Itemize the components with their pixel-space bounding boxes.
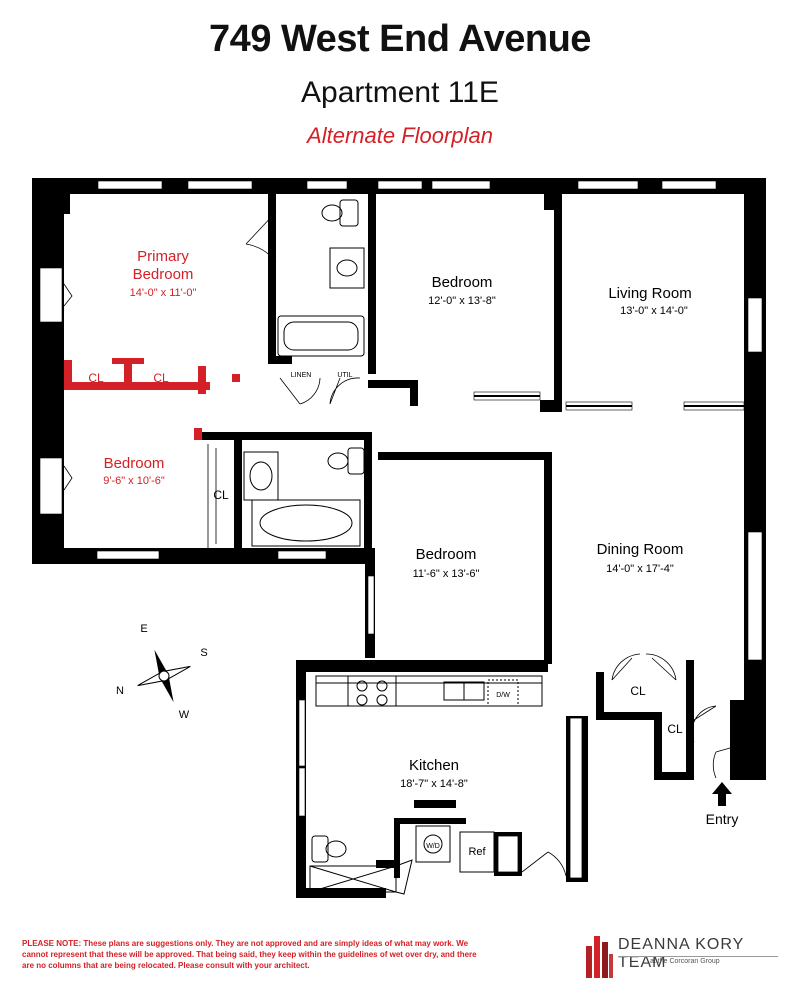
washer-dryer-label: W/D <box>426 843 440 850</box>
dining-room-size: 14'-0" x 17'-4" <box>606 563 674 575</box>
refrigerator-label: Ref <box>468 846 486 858</box>
brand-name: DEANNA KORY TEAM <box>618 936 745 971</box>
closet-label: CL <box>153 371 169 385</box>
kitchen-size: 18'-7" x 14'-8" <box>400 778 468 790</box>
closet-label: CL <box>88 371 104 385</box>
brand-sub: at the Corcoran Group <box>650 958 720 965</box>
primary-bedroom-name-1: Primary <box>137 248 189 265</box>
primary-bedroom-size: 14'-0" x 11'-0" <box>130 287 197 299</box>
room-labels: Primary Bedroom 14'-0" x 11'-0" Bedroom … <box>103 248 691 790</box>
closet-label: CL <box>630 684 646 698</box>
living-room-name: Living Room <box>608 285 691 302</box>
red-closet-walls <box>64 358 240 440</box>
kitchen-counter <box>315 675 543 873</box>
bedroom-middle-name: Bedroom <box>416 546 477 563</box>
brand-divider <box>618 956 778 957</box>
living-room-size: 13'-0" x 14'-0" <box>620 305 688 317</box>
closet-label: CL <box>667 722 683 736</box>
compass-s: S <box>200 647 207 659</box>
bedroom-left-size: 9'-6" x 10'-6" <box>103 475 165 487</box>
compass-icon <box>137 649 191 703</box>
primary-bedroom-name-2: Bedroom <box>133 266 194 283</box>
plan-subtitle: Alternate Floorplan <box>307 123 493 148</box>
windows <box>39 180 763 817</box>
dishwasher-label: D/W <box>496 692 510 699</box>
building-logo-icon <box>586 936 613 978</box>
bedroom-left-name: Bedroom <box>104 455 165 472</box>
dining-room-name: Dining Room <box>597 541 684 558</box>
bedroom-top-size: 12'-0" x 13'-8" <box>428 295 496 307</box>
bedroom-middle-size: 11'-6" x 13'-6" <box>413 568 480 580</box>
bedroom-top-name: Bedroom <box>432 274 493 291</box>
entry-arrow-icon <box>712 782 732 806</box>
closet-labels: CL CL CL CL CL LINEN UTIL D/W W/D Ref En… <box>88 371 738 858</box>
unit-title: Apartment 11E <box>301 76 499 109</box>
sliding-doors <box>308 395 744 457</box>
compass-e: E <box>140 623 147 635</box>
bath-fixtures <box>243 199 413 895</box>
linen-label: LINEN <box>291 372 312 379</box>
address-title: 749 West End Avenue <box>209 18 591 60</box>
brand-logo: DEANNA KORY TEAM at the Corcoran Group <box>584 928 784 980</box>
util-label: UTIL <box>337 372 352 379</box>
entry-label: Entry <box>706 811 739 827</box>
compass-w: W <box>179 709 190 721</box>
kitchen-name: Kitchen <box>409 757 459 774</box>
disclaimer-note: PLEASE NOTE: These plans are suggestions… <box>22 939 477 970</box>
closet-label: CL <box>213 488 229 502</box>
compass-n: N <box>116 685 124 697</box>
doors <box>63 211 745 877</box>
